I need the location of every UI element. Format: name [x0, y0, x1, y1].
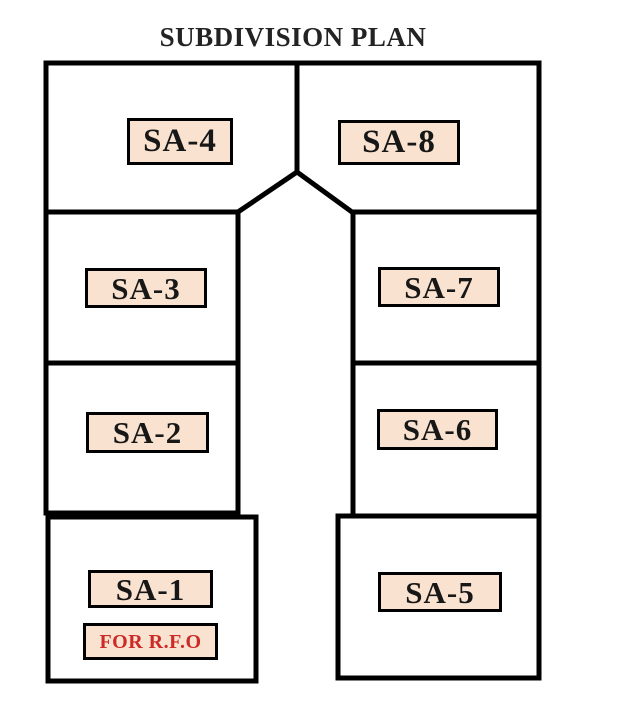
lot-note-rfo: FOR R.F.O — [83, 623, 218, 660]
lot-label-sa6: SA-6 — [377, 409, 498, 450]
lot-label-sa4: SA-4 — [127, 118, 233, 165]
lot-label-sa8: SA-8 — [338, 120, 460, 165]
lot-label-sa3: SA-3 — [85, 268, 207, 308]
lot-label-sa2: SA-2 — [86, 412, 209, 453]
lot-label-sa7: SA-7 — [378, 267, 500, 307]
plan-title: SUBDIVISION PLAN — [159, 22, 427, 52]
lot-label-sa1: SA-1 — [88, 570, 213, 608]
lot-label-sa5: SA-5 — [378, 572, 502, 612]
